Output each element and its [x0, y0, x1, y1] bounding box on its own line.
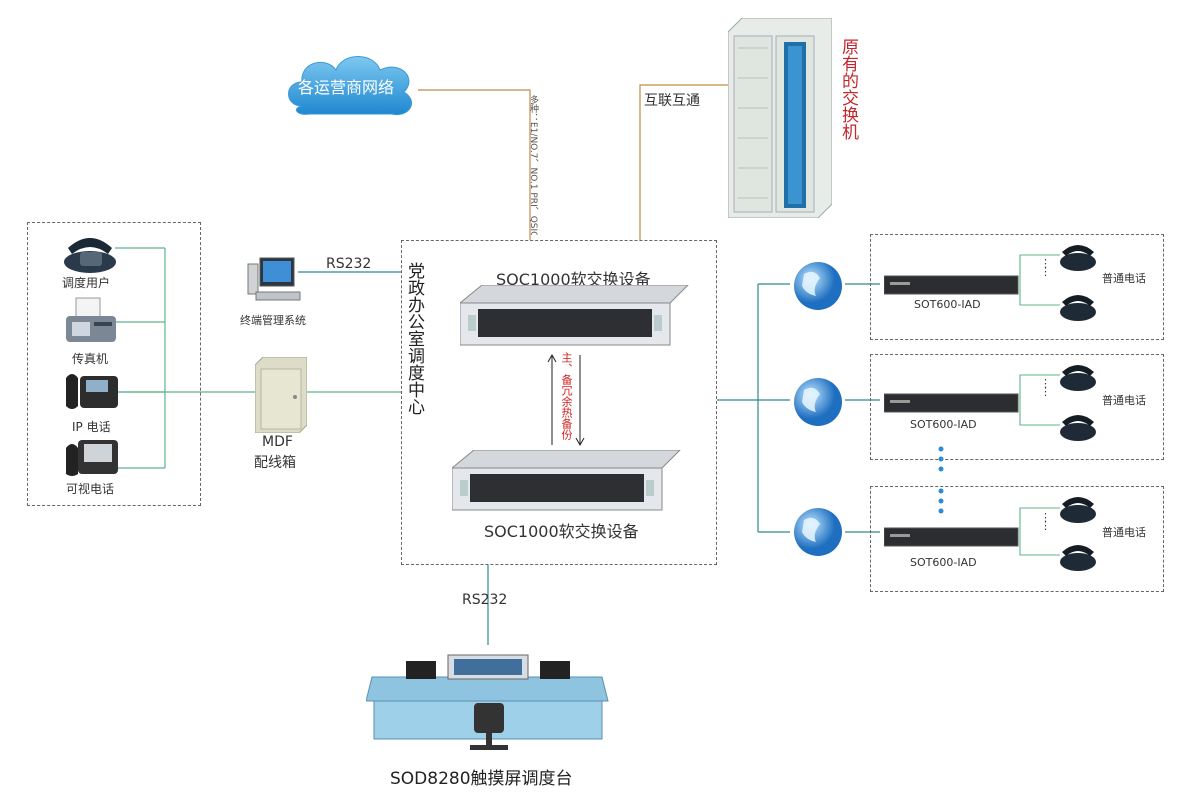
continuation-dots-upper — [938, 446, 944, 476]
mdf-label-1: MDF — [262, 434, 293, 450]
dispatch-console — [365, 645, 610, 759]
dispatch-center-label: 党政办公室调度中心 — [404, 262, 424, 415]
iad-group-2 — [870, 354, 1164, 460]
ip-phone-icon — [66, 374, 118, 409]
phone-icon — [1060, 295, 1096, 321]
computer-icon — [247, 257, 301, 301]
phone-g1-a — [1058, 238, 1098, 276]
phone-label-1: 普通电话 — [1102, 272, 1146, 285]
phone-icon — [1060, 245, 1096, 271]
console-label: SOD8280触摸屏调度台 — [390, 769, 573, 789]
iad-device-1 — [883, 274, 1020, 300]
fax-machine — [64, 296, 118, 352]
mdf-label-2: 配线箱 — [254, 455, 296, 471]
left-terminal-label-1: 调度用户 — [62, 276, 111, 290]
left-terminal-label-2: 传真机 — [72, 352, 109, 366]
iad-label-3: SOT600-IAD — [910, 556, 977, 569]
legacy-switch-label: 原有的交换机 — [838, 38, 858, 140]
globe-icon — [794, 378, 842, 426]
video-phone — [62, 434, 120, 482]
iad-device-2 — [883, 392, 1020, 418]
dispatch-phone — [62, 228, 118, 278]
mdf-cabinet — [254, 356, 308, 437]
phone-ellipsis-1: ⋮⋮ — [1040, 257, 1051, 278]
switch-bottom-label: SOC1000软交换设备 — [484, 522, 639, 541]
redundancy-label: 主、备冗余热备份 — [560, 352, 573, 440]
phone-g2-b — [1058, 408, 1098, 446]
server-icon — [450, 449, 682, 511]
phone-g3-a — [1058, 490, 1098, 528]
continuation-dots-lower — [938, 488, 944, 518]
phone-icon — [64, 238, 116, 273]
network-globe-3 — [790, 506, 846, 562]
phone-ellipsis-2: ⋮⋮ — [1040, 377, 1051, 398]
phone-label-3: 普通电话 — [1102, 526, 1146, 539]
rs232-top-label: RS232 — [326, 256, 372, 272]
cloud-icon — [288, 56, 412, 116]
iad-label-1: SOT600-IAD — [914, 298, 981, 311]
phone-label-2: 普通电话 — [1102, 394, 1146, 407]
rack-device-icon — [883, 527, 1019, 547]
rs232-bottom-label: RS232 — [462, 592, 508, 608]
dispatch-center-group — [401, 240, 717, 565]
cabinet-icon — [727, 17, 833, 219]
left-terminal-label-4: 可视电话 — [66, 482, 115, 496]
interconnect-label: 互联互通 — [644, 93, 700, 109]
video-phone-icon — [66, 440, 118, 476]
operator-network-cloud: 各运营商网络 — [282, 46, 420, 126]
phone-g3-b — [1058, 538, 1098, 576]
phone-icon — [1060, 545, 1096, 571]
signaling-label: 多种：E1/NO.7、NO.1 PRI、QSIG — [528, 95, 538, 235]
iad-label-2: SOT600-IAD — [910, 418, 977, 431]
cabinet-box-icon — [254, 356, 308, 434]
ip-phone — [62, 368, 120, 416]
soft-switch-primary — [458, 284, 690, 351]
phone-g1-b — [1058, 288, 1098, 326]
terminal-mgmt-pc — [246, 256, 306, 310]
phone-ellipsis-3: ⋮⋮ — [1040, 511, 1051, 532]
fax-icon — [66, 297, 116, 342]
phone-icon — [1060, 365, 1096, 391]
rack-device-icon — [883, 393, 1019, 413]
globe-icon — [794, 508, 842, 556]
globe-icon — [794, 262, 842, 310]
iad-device-3 — [883, 526, 1020, 552]
cloud-label: 各运营商网络 — [298, 78, 395, 97]
left-terminal-label-3: IP 电话 — [72, 420, 111, 434]
phone-g2-a — [1058, 358, 1098, 396]
server-icon — [458, 284, 690, 346]
rack-device-icon — [883, 275, 1019, 295]
network-globe-1 — [790, 260, 846, 316]
iad-group-3 — [870, 486, 1164, 592]
iad-group-1 — [870, 234, 1164, 340]
terminal-mgmt-label: 终端管理系统 — [240, 314, 306, 327]
network-globe-2 — [790, 376, 846, 432]
switch-top-label: SOC1000软交换设备 — [496, 270, 651, 289]
phone-icon — [1060, 497, 1096, 523]
console-desk-icon — [365, 654, 609, 750]
phone-icon — [1060, 415, 1096, 441]
soft-switch-backup — [450, 449, 682, 516]
left-terminals-group — [27, 222, 201, 506]
legacy-switch-cabinet — [727, 17, 833, 219]
